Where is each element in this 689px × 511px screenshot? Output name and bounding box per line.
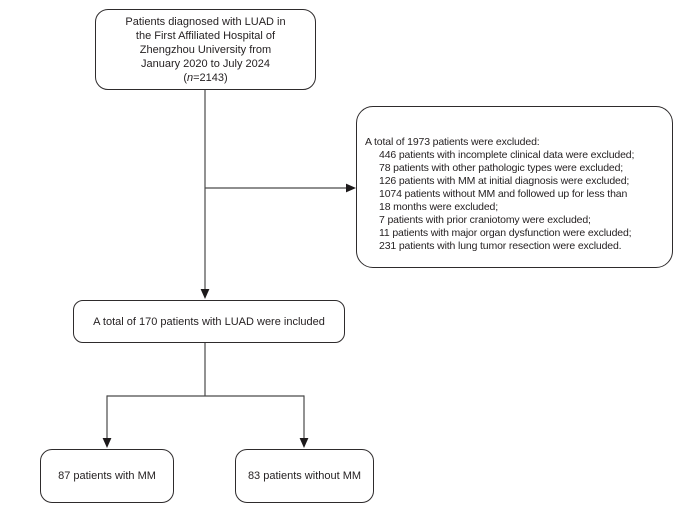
arrowhead-down-without-mm-icon <box>299 438 309 448</box>
initial-cohort-line: the First Affiliated Hospital of <box>135 29 276 42</box>
exclusion-box: A total of 1973 patients were excluded: … <box>356 106 673 268</box>
exclusion-item: 231 patients with lung tumor resection w… <box>379 240 622 252</box>
exclusion-item: 18 months were excluded; <box>379 201 498 213</box>
arrowhead-down-included-icon <box>200 289 210 299</box>
initial-cohort-line: Zhengzhou University from <box>139 43 272 56</box>
with-mm-box: 87 patients with MM <box>40 449 174 503</box>
without-mm-text: 83 patients without MM <box>247 470 362 482</box>
exclusion-heading: A total of 1973 patients were excluded: <box>365 136 540 148</box>
included-cohort-text: A total of 170 patients with LUAD were i… <box>93 315 325 328</box>
exclusion-item: 446 patients with incomplete clinical da… <box>379 149 635 161</box>
exclusion-item: 11 patients with major organ dysfunction… <box>379 227 632 239</box>
initial-cohort-box: Patients diagnosed with LUAD in the Firs… <box>95 9 316 90</box>
exclusion-item: 126 patients with MM at initial diagnosi… <box>379 175 630 187</box>
included-cohort-box: A total of 170 patients with LUAD were i… <box>73 300 345 343</box>
arrowhead-down-with-mm-icon <box>102 438 112 448</box>
initial-cohort-line: Patients diagnosed with LUAD in <box>125 15 286 28</box>
exclusion-item: 7 patients with prior craniotomy were ex… <box>379 214 591 226</box>
exclusion-item: 78 patients with other pathologic types … <box>379 162 624 174</box>
with-mm-text: 87 patients with MM <box>58 470 156 482</box>
without-mm-box: 83 patients without MM <box>235 449 374 503</box>
initial-cohort-n: (n=2143) <box>183 71 228 84</box>
initial-cohort-line: January 2020 to July 2024 <box>140 57 271 70</box>
arrowhead-right-excluded-icon <box>346 183 356 193</box>
exclusion-item: 1074 patients without MM and followed up… <box>379 188 628 200</box>
